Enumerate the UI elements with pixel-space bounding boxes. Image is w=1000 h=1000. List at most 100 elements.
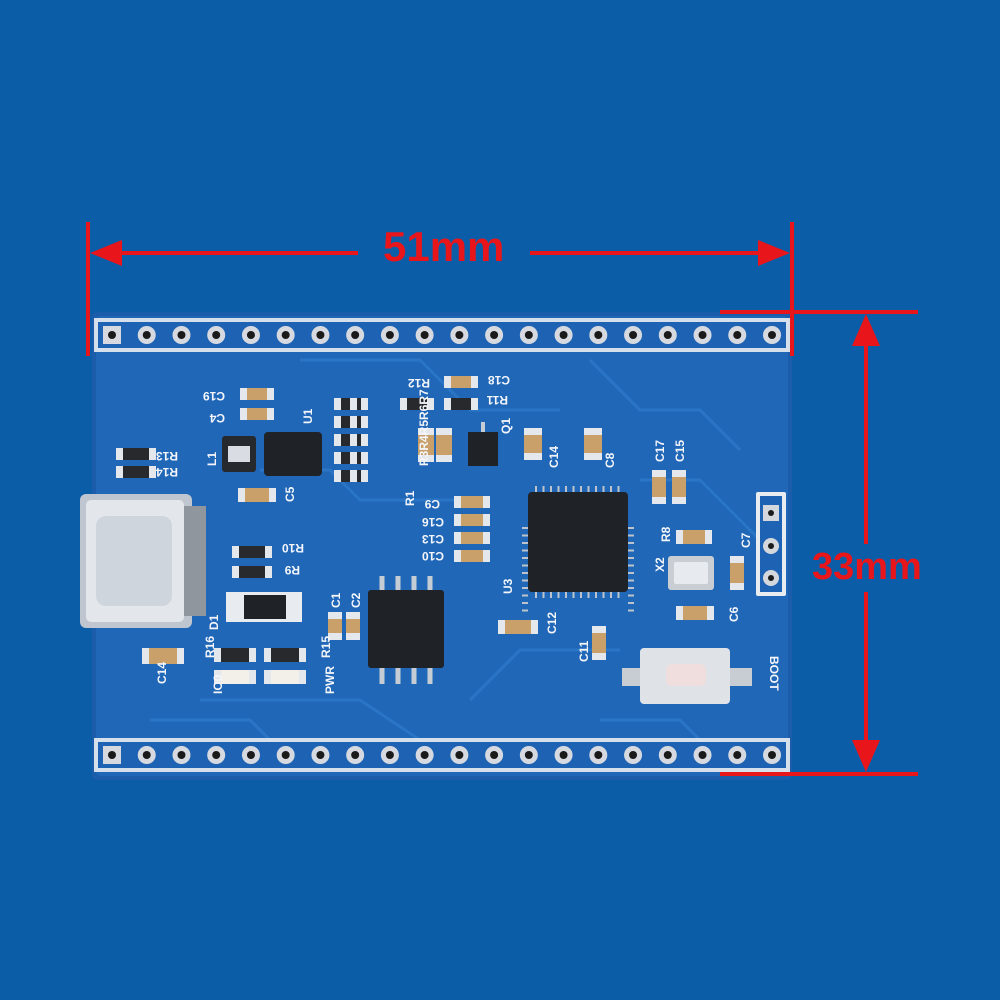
smd-terminal (361, 398, 368, 410)
smd-terminal (328, 612, 342, 619)
svg-text:R10: R10 (282, 541, 304, 555)
svg-text:R3R4R5R6R7: R3R4R5R6R7 (417, 389, 431, 466)
smd-part (730, 556, 744, 590)
smd-terminal (264, 670, 271, 684)
smd-terminal (361, 416, 368, 428)
smd-part (454, 550, 490, 562)
smd-terminal (454, 532, 461, 544)
svg-text:U3: U3 (501, 578, 515, 594)
smd-terminal (707, 606, 714, 620)
smd-part (454, 514, 490, 526)
smd-part (142, 648, 184, 664)
svg-text:U1: U1 (301, 408, 315, 424)
smd-part (240, 388, 274, 400)
svg-text:IO0: IO0 (211, 674, 225, 694)
width-dimension (86, 222, 794, 356)
side-pin-header (756, 492, 786, 596)
pin-hole (733, 751, 742, 759)
svg-text:R11: R11 (486, 393, 508, 407)
crystal (668, 556, 714, 590)
pin-hole (385, 331, 394, 339)
smd-terminal (672, 470, 686, 477)
top-pin-header (94, 318, 790, 352)
smd-terminal (730, 556, 744, 563)
mcu-chip (522, 486, 634, 612)
smd-terminal (334, 398, 341, 410)
pin-hole (663, 751, 672, 759)
pin-hole (142, 751, 151, 759)
smd-part (672, 470, 686, 504)
smd-terminal (350, 416, 357, 428)
pin-hole (212, 751, 221, 759)
smd-terminal (436, 428, 452, 435)
svg-text:Q1: Q1 (499, 418, 513, 434)
smd-terminal (444, 398, 451, 410)
smd-terminal (350, 434, 357, 446)
svg-text:R13: R13 (156, 449, 178, 463)
svg-text:R9: R9 (284, 563, 300, 577)
svg-text:C16: C16 (422, 515, 444, 529)
svg-text:C14: C14 (547, 446, 561, 468)
smd-terminal (400, 398, 407, 410)
smd-part (238, 488, 276, 502)
smd-terminal (149, 448, 156, 460)
smd-terminal (584, 453, 602, 460)
smd-terminal (269, 488, 276, 502)
smd-terminal (471, 398, 478, 410)
smd-terminal (334, 470, 341, 482)
smd-terminal (346, 633, 360, 640)
smd-terminal (334, 452, 341, 464)
svg-text:C18: C18 (488, 373, 510, 387)
smd-part (214, 670, 256, 684)
svg-text:PWR: PWR (323, 666, 337, 694)
smd-terminal (483, 496, 490, 508)
svg-text:D1: D1 (207, 614, 221, 630)
smd-part (454, 532, 490, 544)
smd-part (214, 648, 256, 662)
pin-hole (246, 751, 255, 759)
svg-text:C9: C9 (424, 497, 440, 511)
smd-terminal (592, 626, 606, 633)
svg-text:R15: R15 (319, 636, 333, 658)
smd-part (232, 566, 272, 578)
transistor (468, 422, 498, 466)
svg-text:C7: C7 (739, 532, 753, 548)
smd-part (498, 620, 538, 634)
pin-hole (108, 331, 116, 339)
diode (226, 592, 302, 622)
pin-hole (629, 751, 638, 759)
smd-part (652, 470, 666, 504)
smd-terminal (249, 648, 256, 662)
smd-terminal (334, 416, 341, 428)
smd-part (592, 626, 606, 660)
smd-part (444, 376, 478, 388)
svg-text:C2: C2 (349, 592, 363, 608)
pin-hole (524, 331, 533, 339)
pin-hole (385, 751, 394, 759)
pin-hole (281, 331, 290, 339)
smd-terminal (232, 566, 239, 578)
smd-terminal (483, 514, 490, 526)
smd-part (116, 448, 156, 460)
smd-terminal (444, 376, 451, 388)
smd-terminal (299, 670, 306, 684)
smd-terminal (249, 670, 256, 684)
smd-terminal (524, 428, 542, 435)
smd-terminal (454, 514, 461, 526)
svg-text:C14: C14 (155, 662, 169, 684)
usb-c-connector (80, 494, 206, 628)
smd-terminal (454, 496, 461, 508)
pin-hole (420, 751, 429, 759)
smd-terminal (142, 648, 149, 664)
svg-text:R8: R8 (659, 526, 673, 542)
smd-terminal (471, 376, 478, 388)
smd-part (264, 648, 306, 662)
smd-terminal (265, 566, 272, 578)
height-dimension (720, 310, 918, 776)
pin-hole (420, 331, 429, 339)
pin-hole (177, 331, 186, 339)
pin-hole (212, 331, 221, 339)
boot-label: BOOT (767, 656, 781, 691)
pin-hole (698, 331, 707, 339)
pin-hole (559, 331, 568, 339)
